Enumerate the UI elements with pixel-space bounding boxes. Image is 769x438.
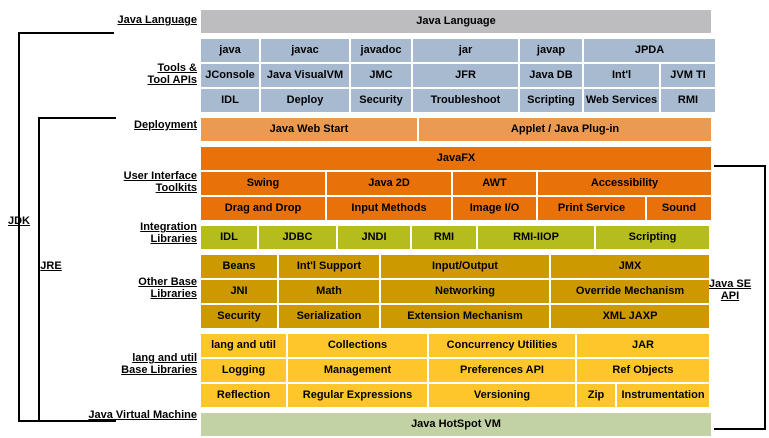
- stack-cell: Override Mechanism: [551, 280, 709, 303]
- stack-cell: lang and util: [201, 334, 286, 357]
- stack-cell: Int'l Support: [279, 255, 379, 278]
- stack-cell: RMI: [661, 89, 715, 112]
- stack-cell: Input/Output: [381, 255, 549, 278]
- stack-cell: Sound: [647, 197, 711, 220]
- stack-cell: Security: [201, 305, 277, 328]
- band-java-language: Java Language: [201, 10, 711, 33]
- stack-cell: Security: [351, 89, 411, 112]
- band-jvm: Java HotSpot VM: [201, 413, 711, 436]
- stack-cell: JavaFX: [201, 147, 711, 170]
- stack-cell: Serialization: [279, 305, 379, 328]
- stack-cell: Java 2D: [327, 172, 451, 195]
- stack-cell: Print Service: [538, 197, 645, 220]
- stack-cell: JDBC: [259, 226, 336, 249]
- band-javafx: JavaFX: [201, 147, 711, 170]
- stack-cell: Regular Expressions: [288, 384, 427, 407]
- jre-bracket-label: JRE: [40, 260, 62, 272]
- stack-cell: Image I/O: [453, 197, 536, 220]
- stack-cell: JAR: [577, 334, 709, 357]
- java-se-api-label-line1: Java SE API: [708, 278, 752, 302]
- stack-cell: Applet / Java Plug-in: [419, 118, 711, 141]
- stack-cell: XML JAXP: [551, 305, 709, 328]
- stack-cell: java: [201, 39, 259, 62]
- stack-cell: JConsole: [201, 64, 259, 87]
- stack-cell: Networking: [381, 280, 549, 303]
- stack-cell: Accessibility: [538, 172, 711, 195]
- stack-cell: Logging: [201, 359, 286, 382]
- stack-cell: JNI: [201, 280, 277, 303]
- row-label-other-base-libraries: Other Base Libraries: [138, 276, 197, 300]
- stack-cell: JNDI: [338, 226, 410, 249]
- java-se-api-bracket-label: Java SE API: [708, 278, 752, 302]
- stack-cell: javap: [520, 39, 582, 62]
- row-label-java-language: Java Language: [117, 14, 197, 26]
- stack-cell: JVM TI: [661, 64, 715, 87]
- stack-cell: Management: [288, 359, 427, 382]
- stack-cell: JFR: [413, 64, 518, 87]
- stack-cell: Drag and Drop: [201, 197, 325, 220]
- stack-cell: Reflection: [201, 384, 286, 407]
- stack-cell: Concurrency Utilities: [429, 334, 575, 357]
- stack-cell: JMX: [551, 255, 709, 278]
- row-label-lang-util-base-libraries: lang and util Base Libraries: [121, 352, 197, 376]
- stack-cell: javadoc: [351, 39, 411, 62]
- stack-cell: Web Services: [584, 89, 659, 112]
- stack-cell: Int'l: [584, 64, 659, 87]
- row-label-integration-libraries: Integration Libraries: [140, 221, 197, 245]
- stack-cell: Preferences API: [429, 359, 575, 382]
- stack-cell: javac: [261, 39, 349, 62]
- stack-cell: RMI-IIOP: [478, 226, 594, 249]
- stack-cell: IDL: [201, 89, 259, 112]
- row-label-deployment: Deployment: [134, 119, 197, 131]
- stack-cell: Java Language: [201, 10, 711, 33]
- row-label-tools: Tools & Tool APIs: [147, 62, 198, 86]
- stack-cell: Input Methods: [327, 197, 451, 220]
- stack-cell: Java VisualVM: [261, 64, 349, 87]
- stack-cell: Swing: [201, 172, 325, 195]
- stack-cell: AWT: [453, 172, 536, 195]
- stack-cell: Beans: [201, 255, 277, 278]
- stack-cell: RMI: [412, 226, 476, 249]
- jdk-bracket-label: JDK: [7, 215, 30, 227]
- stack-cell: jar: [413, 39, 518, 62]
- stack-cell: Versioning: [429, 384, 575, 407]
- stack-cell: Scripting: [596, 226, 709, 249]
- stack-cell: Deploy: [261, 89, 349, 112]
- stack-cell: JMC: [351, 64, 411, 87]
- java-se-api-bracket: [714, 165, 766, 430]
- row-label-java-virtual-machine: Java Virtual Machine: [88, 409, 197, 421]
- stack-cell: Java DB: [520, 64, 582, 87]
- stack-cell: Java HotSpot VM: [201, 413, 711, 436]
- stack-cell: Instrumentation: [617, 384, 709, 407]
- stack-cell: Extension Mechanism: [381, 305, 549, 328]
- stack-cell: IDL: [201, 226, 257, 249]
- jre-bracket: [38, 117, 116, 422]
- stack-cell: Collections: [288, 334, 427, 357]
- row-label-user-interface-toolkits: User Interface Toolkits: [123, 170, 197, 194]
- stack-cell: JPDA: [584, 39, 715, 62]
- stack-cell: Java Web Start: [201, 118, 417, 141]
- stack-cell: Ref Objects: [577, 359, 709, 382]
- stack-cell: Troubleshoot: [413, 89, 518, 112]
- stack-cell: Math: [279, 280, 379, 303]
- stack-cell: Zip: [577, 384, 615, 407]
- stack-cell: Scripting: [520, 89, 582, 112]
